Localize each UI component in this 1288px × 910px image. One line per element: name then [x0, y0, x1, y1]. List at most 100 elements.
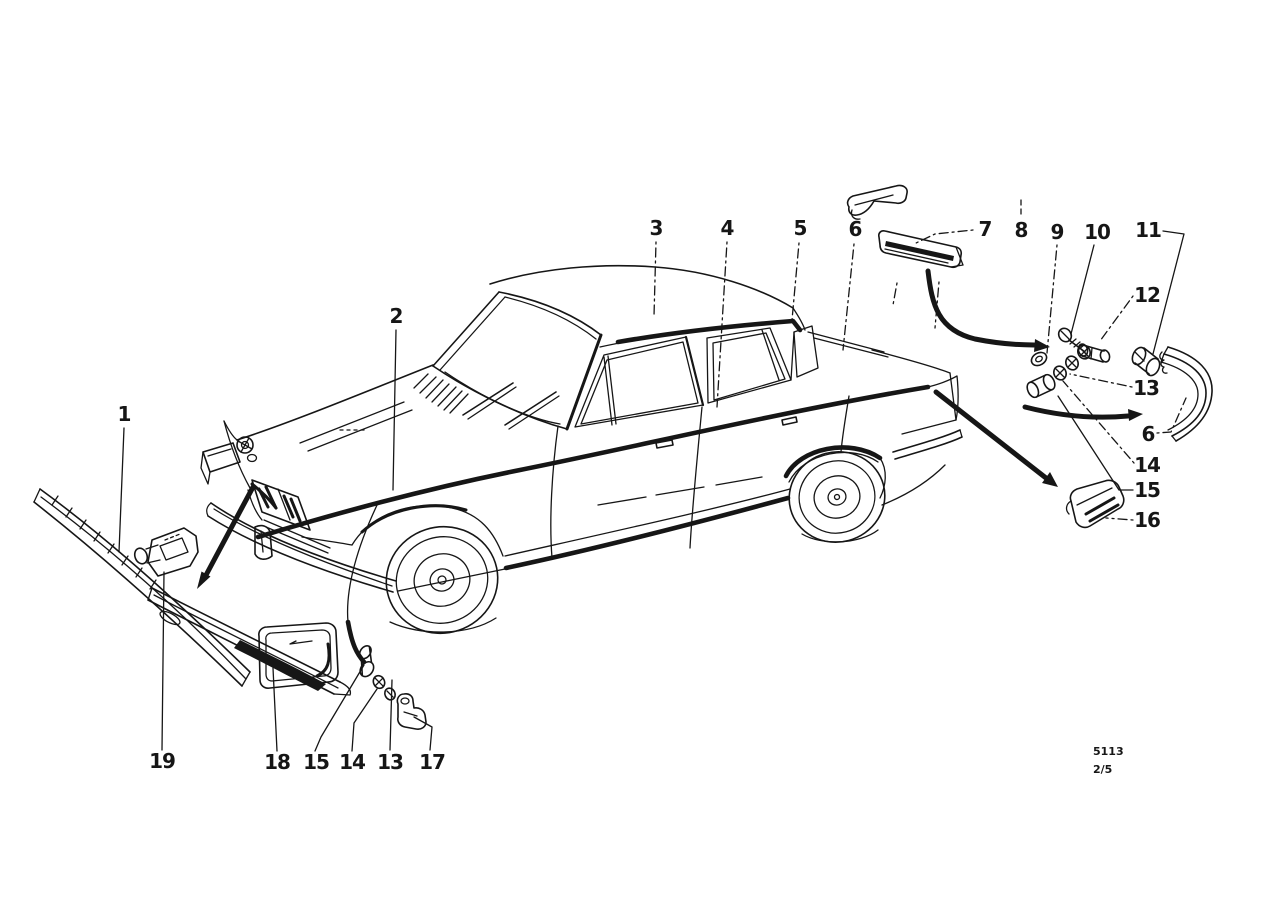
car-side-windows	[574, 325, 819, 428]
barrel-cap	[1131, 346, 1161, 377]
washer-b	[384, 687, 396, 701]
fastener-cluster-right	[1026, 327, 1168, 399]
leader-2	[392, 329, 397, 491]
car-mouldings	[255, 318, 931, 571]
leader-6-right	[1156, 397, 1187, 434]
leader-9	[1046, 244, 1058, 354]
arrow-to-corner-moulding	[1022, 404, 1143, 421]
arrows	[197, 268, 1143, 589]
callout-7: 7	[978, 217, 993, 241]
car-rear-end	[807, 331, 963, 506]
car-hood	[223, 364, 434, 489]
clip-part-16	[1065, 479, 1125, 529]
clip-part-19	[133, 527, 199, 577]
roundel-badge	[236, 436, 254, 454]
wheel-arch-trim	[783, 445, 883, 479]
grommet	[1030, 351, 1048, 367]
front-wheel	[385, 525, 499, 635]
leader-13-bottom	[389, 679, 393, 751]
stud-clip	[358, 645, 375, 678]
fastener-cluster-bottom	[358, 645, 427, 730]
clip-pin	[133, 547, 149, 565]
strip-slot	[159, 610, 181, 626]
trim-piece-part-18	[258, 622, 339, 689]
callout-13: 13	[1133, 376, 1160, 400]
leader-1	[118, 427, 125, 553]
callout-13: 13	[377, 750, 404, 774]
door-handle-front	[655, 439, 674, 449]
plate-code-number: 5113	[1093, 745, 1124, 758]
leader-16	[1105, 517, 1134, 521]
trim-strip-part-7	[878, 230, 964, 269]
leader-4	[716, 241, 728, 408]
arrow-to-clip-16	[933, 389, 1058, 487]
callout-2: 2	[389, 304, 404, 328]
callout-3: 3	[649, 216, 664, 240]
leader-17	[413, 716, 433, 751]
callout-1: 1	[117, 402, 132, 426]
arrow-to-front-parts	[197, 484, 256, 589]
screw	[1057, 327, 1086, 353]
leader-13-right	[1069, 373, 1133, 388]
leader-5	[791, 242, 800, 321]
rivet-pin	[1077, 343, 1111, 363]
callout-5: 5	[793, 216, 808, 240]
leader-14-right	[1062, 380, 1135, 464]
leader-15-bottom	[314, 664, 365, 752]
spacer-sleeve	[1026, 373, 1056, 399]
front-trim-strip-part-1	[33, 488, 251, 687]
spring-clip	[1159, 351, 1168, 374]
leader-14-bottom	[351, 688, 378, 752]
leader-18	[272, 667, 278, 752]
leader-3	[653, 241, 657, 317]
hood-latch	[246, 453, 258, 463]
callout-14: 14	[339, 750, 366, 774]
car-front-end	[200, 436, 331, 554]
callout-6: 6	[1141, 422, 1156, 446]
leader-10	[1070, 244, 1095, 335]
beltline-moulding	[255, 384, 931, 540]
cowl-vent-hatch	[413, 373, 469, 414]
b-pillar	[684, 335, 705, 407]
callout-9: 9	[1050, 220, 1065, 244]
arrow-to-fastener-cluster	[925, 268, 1050, 352]
wipers	[462, 382, 560, 430]
rear-wheel	[788, 450, 886, 544]
push-nuts	[1053, 344, 1091, 381]
callout-4: 4	[720, 216, 735, 240]
leader-6-top	[842, 243, 855, 351]
callout-14: 14	[1134, 453, 1161, 477]
a-pillar	[565, 333, 603, 431]
kidney-grille	[251, 479, 311, 531]
leader-7	[915, 229, 974, 244]
headlight-housing	[202, 442, 241, 473]
car-windshield	[432, 291, 603, 431]
callout-17: 17	[419, 750, 446, 774]
callout-15: 15	[1134, 478, 1161, 502]
leader-19	[161, 571, 165, 751]
leader-lines	[118, 199, 1187, 752]
detached-parts	[33, 184, 1213, 730]
leader-12	[1099, 295, 1134, 342]
callout-11: 11	[1135, 218, 1162, 242]
fastener-location-curve	[345, 502, 379, 665]
door-handle-rear	[781, 416, 798, 426]
callout-19: 19	[149, 749, 176, 773]
sill-moulding	[503, 495, 791, 571]
car-body-side	[301, 395, 850, 592]
bumper-overrider	[254, 524, 273, 560]
leader-segment-b	[934, 281, 940, 329]
callout-16: 16	[1134, 508, 1161, 532]
end-trim-piece-top	[846, 184, 908, 220]
leader-11	[1152, 230, 1185, 355]
car-drawing	[200, 264, 963, 665]
strip-hatching	[51, 495, 157, 590]
callout-15: 15	[303, 750, 330, 774]
plate-code: 5113 2/5	[1093, 743, 1124, 779]
washer-a	[372, 674, 386, 690]
drip-rail-moulding	[615, 318, 803, 345]
leader-segment-a	[892, 282, 898, 306]
car-front-bumper	[206, 502, 397, 593]
